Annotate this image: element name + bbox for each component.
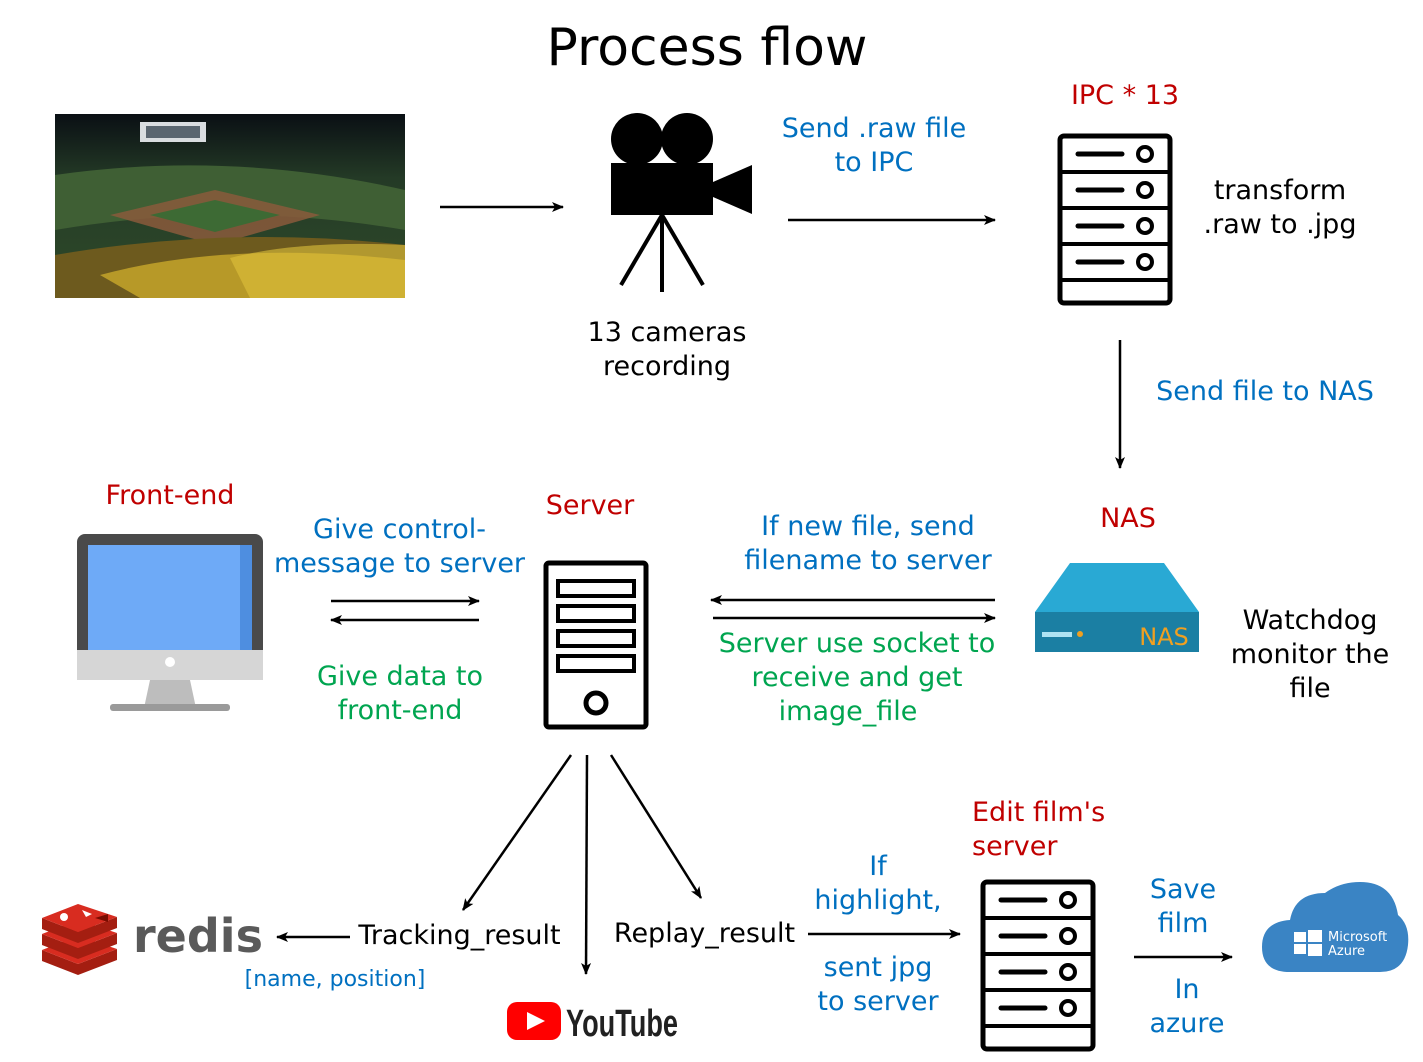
control-label: Give control- message to server bbox=[262, 513, 537, 581]
baseball-stadium-photo bbox=[55, 114, 405, 298]
in-azure-line2: azure bbox=[1149, 1008, 1225, 1039]
arrow-server-to-tracking bbox=[461, 754, 573, 911]
sent-jpg-line1: sent jpg bbox=[823, 952, 933, 983]
nas-title: NAS bbox=[1100, 503, 1156, 534]
youtube-wordmark: YouTube bbox=[566, 1003, 678, 1045]
send-raw-line1: Send .raw file bbox=[781, 113, 967, 144]
youtube-logo: YouTube bbox=[507, 1002, 678, 1045]
give-data-label: Give data to front-end bbox=[300, 660, 500, 728]
azure-name-label: Azure bbox=[1328, 944, 1365, 959]
edit-server-title: Edit film's server bbox=[972, 796, 1132, 864]
nas-badge-label: NAS bbox=[1139, 623, 1189, 651]
replay-result-label: Replay_result bbox=[613, 918, 796, 949]
azure-cloud-logo: Microsoft Azure bbox=[1262, 882, 1409, 972]
nas-caption-line2: monitor the bbox=[1230, 639, 1390, 670]
cameras-caption-line2: recording bbox=[603, 351, 731, 382]
nas-caption-line3: file bbox=[1289, 673, 1331, 704]
ipc-caption: transform .raw to .jpg bbox=[1190, 174, 1370, 242]
cameras-caption: 13 cameras recording bbox=[567, 316, 767, 384]
page-title: Process flow bbox=[546, 18, 868, 78]
new-file-line1: If new file, send bbox=[761, 511, 975, 542]
highlight-line2: highlight, bbox=[814, 885, 942, 916]
save-film-line1: Save bbox=[1149, 874, 1217, 905]
edit-server-title-line1: Edit film's bbox=[972, 797, 1106, 828]
sent-jpg-line2: to server bbox=[817, 986, 939, 1017]
redis-wordmark: redis bbox=[133, 909, 263, 963]
server-title: Server bbox=[545, 490, 635, 521]
in-azure-line1: In bbox=[1174, 974, 1200, 1005]
nas-device-icon: NAS bbox=[1035, 563, 1199, 652]
socket-line3: image_file bbox=[778, 696, 918, 727]
tracking-result-label: Tracking_result bbox=[358, 920, 561, 951]
ipc-title: IPC * 13 bbox=[1070, 80, 1180, 111]
save-film-label: Save film bbox=[1128, 873, 1238, 941]
socket-line1: Server use socket to bbox=[718, 628, 996, 659]
send-raw-line2: to IPC bbox=[834, 147, 914, 178]
highlight-label: If highlight, bbox=[800, 850, 956, 918]
server-rack-icon bbox=[1057, 133, 1173, 306]
tower-server-icon bbox=[543, 560, 649, 730]
give-data-line1: Give data to bbox=[316, 661, 484, 692]
movie-camera-icon bbox=[611, 113, 752, 292]
control-line2: message to server bbox=[273, 548, 526, 579]
ipc-caption-line1: transform bbox=[1213, 175, 1347, 206]
save-film-line2: film bbox=[1157, 908, 1209, 939]
sent-jpg-label: sent jpg to server bbox=[800, 951, 956, 1019]
socket-label: Server use socket to receive and get ima… bbox=[707, 627, 1007, 729]
arrow-server-to-replay bbox=[609, 754, 703, 899]
redis-logo: redis bbox=[42, 904, 263, 975]
give-data-line2: front-end bbox=[337, 695, 463, 726]
arrow-server-to-youtube bbox=[581, 754, 592, 975]
edit-server-title-line2: server bbox=[972, 831, 1058, 862]
edit-server-rack-icon bbox=[980, 879, 1096, 1052]
in-azure-label: In azure bbox=[1132, 973, 1242, 1041]
send-raw-label: Send .raw file to IPC bbox=[764, 112, 984, 180]
monitor-icon bbox=[77, 534, 263, 711]
nas-caption-line1: Watchdog bbox=[1242, 605, 1378, 636]
ipc-caption-line2: .raw to .jpg bbox=[1203, 209, 1357, 240]
new-file-line2: filename to server bbox=[744, 545, 992, 576]
send-nas-label: Send file to NAS bbox=[1156, 376, 1374, 407]
nas-caption: Watchdog monitor the file bbox=[1215, 604, 1405, 706]
arrows bbox=[276, 202, 1233, 975]
redis-sub-label: [name, position] bbox=[244, 967, 426, 992]
socket-line2: receive and get bbox=[751, 662, 963, 693]
highlight-line1: If bbox=[869, 851, 887, 882]
azure-microsoft-label: Microsoft bbox=[1328, 930, 1387, 945]
frontend-title: Front-end bbox=[105, 480, 235, 511]
new-file-label: If new file, send filename to server bbox=[728, 510, 1008, 578]
cameras-caption-line1: 13 cameras bbox=[587, 317, 747, 348]
control-line1: Give control- bbox=[313, 514, 486, 545]
